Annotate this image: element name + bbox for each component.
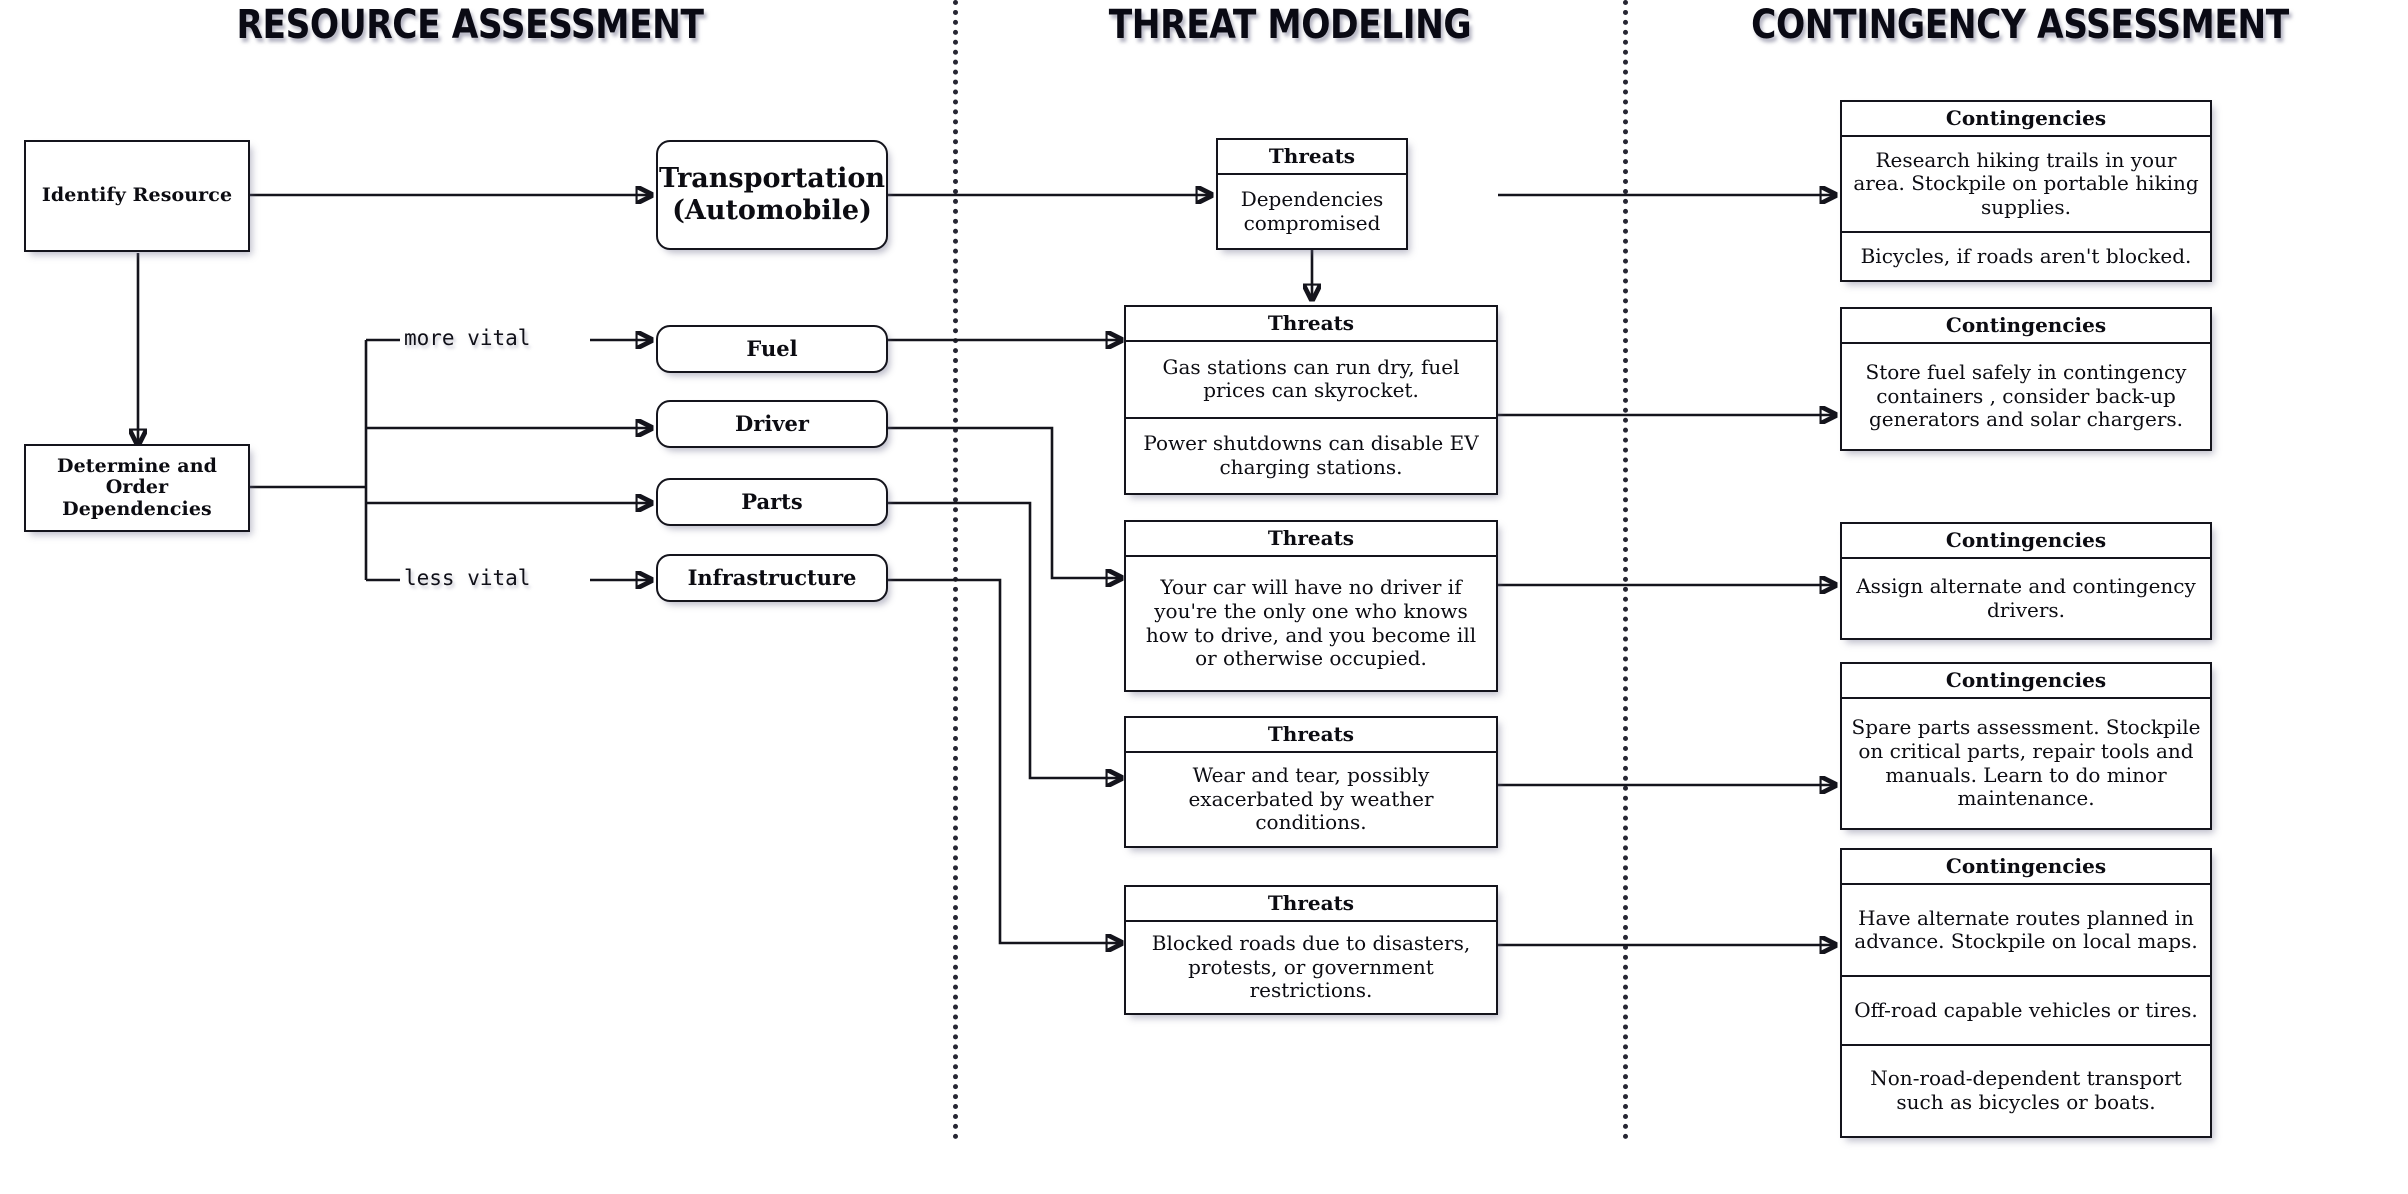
contingency-box-transport-header: Contingencies: [1842, 102, 2210, 137]
threat-box-parts-row-0: Wear and tear, possibly exacerbated by w…: [1188, 763, 1434, 835]
box-identify-resource-label: Identify Resource: [41, 184, 233, 207]
contingency-box-fuel[interactable]: Contingencies Store fuel safely in conti…: [1840, 307, 2212, 451]
contingency-box-driver[interactable]: Contingencies Assign alternate and conti…: [1840, 522, 2212, 640]
box-dependency-infrastructure[interactable]: Infrastructure: [656, 554, 888, 602]
contingency-box-parts-row-0: Spare parts assessment. Stockpile on cri…: [1851, 715, 2201, 811]
column-divider-2: [1623, 0, 1628, 1140]
threat-box-driver[interactable]: Threats Your car will have no driver if …: [1124, 520, 1498, 692]
threat-box-infrastructure-row-0: Blocked roads due to disasters, protests…: [1151, 931, 1471, 1003]
contingency-box-transport-row-0: Research hiking trails in your area. Sto…: [1842, 137, 2210, 234]
threat-box-dependencies-row-0: Dependencies compromised: [1240, 186, 1384, 235]
box-determine-dependencies-label: Determine and Order Dependencies: [57, 454, 217, 520]
threat-box-dependencies-header: Threats: [1218, 140, 1406, 175]
threat-box-fuel[interactable]: Threats Gas stations can run dry, fuel p…: [1124, 305, 1498, 495]
threat-box-parts-header: Threats: [1126, 718, 1496, 753]
contingency-box-transport-row-1: Bicycles, if roads aren't blocked.: [1860, 243, 2192, 268]
contingency-box-driver-row-0: Assign alternate and contingency drivers…: [1856, 573, 2196, 622]
box-transportation[interactable]: Transportation (Automobile): [656, 140, 888, 250]
box-dependency-driver-label: Driver: [735, 411, 809, 437]
box-dependency-fuel[interactable]: Fuel: [656, 325, 888, 373]
contingency-box-fuel-row-0: Store fuel safely in contingency contain…: [1865, 360, 2187, 432]
threat-box-infrastructure[interactable]: Threats Blocked roads due to disasters, …: [1124, 885, 1498, 1015]
box-dependency-parts[interactable]: Parts: [656, 478, 888, 526]
contingency-box-infrastructure-header: Contingencies: [1842, 850, 2210, 885]
threat-box-parts[interactable]: Threats Wear and tear, possibly exacerba…: [1124, 716, 1498, 848]
contingency-box-driver-header: Contingencies: [1842, 524, 2210, 559]
box-dependency-parts-label: Parts: [741, 489, 803, 515]
column-header-contingency-assessment: CONTINGENCY ASSESSMENT: [1751, 2, 2289, 48]
column-header-threat-modeling: THREAT MODELING: [1108, 2, 1472, 48]
threat-box-driver-header: Threats: [1126, 522, 1496, 557]
box-identify-resource[interactable]: Identify Resource: [24, 140, 250, 252]
contingency-box-fuel-header: Contingencies: [1842, 309, 2210, 344]
edge-label-more-vital: more vital: [400, 326, 535, 350]
threat-box-infrastructure-header: Threats: [1126, 887, 1496, 922]
column-header-resource-assessment: RESOURCE ASSESSMENT: [236, 2, 704, 48]
contingency-box-parts-header: Contingencies: [1842, 664, 2210, 699]
threat-box-fuel-header: Threats: [1126, 307, 1496, 342]
contingency-box-infrastructure[interactable]: Contingencies Have alternate routes plan…: [1840, 848, 2212, 1138]
threat-box-fuel-row-1: Power shutdowns can disable EV charging …: [1143, 431, 1479, 479]
contingency-box-infrastructure-row-2: Non-road-dependent transport such as bic…: [1870, 1066, 2182, 1114]
contingency-box-parts[interactable]: Contingencies Spare parts assessment. St…: [1840, 662, 2212, 830]
edge-label-less-vital: less vital: [400, 566, 535, 590]
box-transportation-label: Transportation (Automobile): [658, 163, 886, 226]
contingency-box-infrastructure-row-0: Have alternate routes planned in advance…: [1842, 885, 2210, 978]
box-dependency-infrastructure-label: Infrastructure: [687, 565, 857, 591]
box-dependency-fuel-label: Fuel: [746, 336, 798, 362]
threat-box-driver-row-0: Your car will have no driver if you're t…: [1145, 575, 1477, 671]
column-divider-1: [953, 0, 958, 1140]
contingency-box-transport[interactable]: Contingencies Research hiking trails in …: [1840, 100, 2212, 282]
threat-box-dependencies[interactable]: Threats Dependencies compromised: [1216, 138, 1408, 250]
box-dependency-driver[interactable]: Driver: [656, 400, 888, 448]
threat-box-fuel-row-0: Gas stations can run dry, fuel prices ca…: [1126, 342, 1496, 419]
contingency-box-infrastructure-row-1: Off-road capable vehicles or tires.: [1842, 977, 2210, 1046]
box-determine-dependencies[interactable]: Determine and Order Dependencies: [24, 444, 250, 532]
